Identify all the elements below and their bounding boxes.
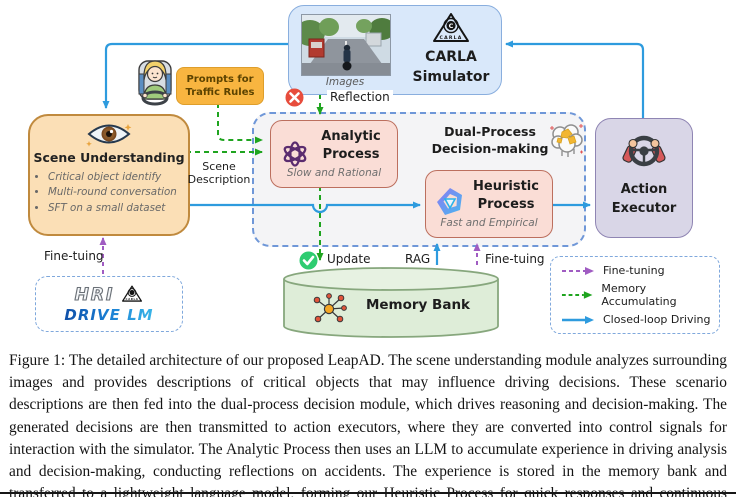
scene-description-label: Scene Description xyxy=(187,160,251,186)
svg-text:C: C xyxy=(449,22,454,30)
carla-logo-text: CARLA xyxy=(440,35,463,41)
carla-logo-small: CARLA xyxy=(122,285,143,302)
action-executor-line1: Action xyxy=(620,182,668,197)
driver-avatar-icon xyxy=(138,60,172,106)
flow-arrows xyxy=(99,40,645,274)
analytic-llm-icon xyxy=(283,141,307,167)
figure-caption: Figure 1: The detailed architecture of o… xyxy=(9,352,727,497)
pretrain-datasets-box: HRI CARLA DRIVE LM xyxy=(35,276,183,332)
carla-logo: C CARLA xyxy=(433,13,469,42)
action-executor-line2: Executor xyxy=(611,201,677,216)
analytic-title-line2: Process xyxy=(322,147,380,162)
heuristic-process-box: Heuristic Process Fast and Empirical xyxy=(425,170,553,238)
arrow-scene-to-heuristic xyxy=(186,201,421,214)
carla-title-line2: Simulator xyxy=(412,69,490,85)
arrow-executor-to-carla xyxy=(505,40,645,118)
check-icon xyxy=(299,251,318,270)
fine-tuing-scene-label: Fine-tuing xyxy=(44,249,104,263)
scene-understanding-title: Scene Understanding xyxy=(33,150,185,165)
memory-cylinder xyxy=(283,267,499,338)
analytic-process-box: Analytic Process Slow and Rational xyxy=(270,120,398,188)
driving-scene-image xyxy=(301,14,391,76)
eye-icon xyxy=(86,124,132,147)
images-caption: Images xyxy=(325,76,365,88)
scene-understanding-bullets: Critical object identify Multi-round con… xyxy=(48,170,196,216)
heuristic-subtitle: Fast and Empirical xyxy=(440,217,538,229)
bullet-sft: SFT on a small dataset xyxy=(48,201,196,216)
analytic-subtitle: Slow and Rational xyxy=(286,167,382,179)
cross-icon xyxy=(285,88,304,107)
drivelm-logo: DRIVE LM xyxy=(64,305,154,324)
bottom-rule xyxy=(0,492,736,494)
arrow-carla-to-scene xyxy=(102,42,288,109)
network-icon xyxy=(313,293,347,323)
legend-item-closed-loop: Closed-loop Driving xyxy=(551,313,719,326)
analytic-title-line1: Analytic xyxy=(321,129,381,144)
carla-title-line1: CARLA xyxy=(425,49,477,65)
update-label: Update xyxy=(327,252,371,266)
bullet-critical-object: Critical object identify xyxy=(48,170,196,185)
scene-understanding-box: Scene Understanding Critical object iden… xyxy=(28,114,190,236)
carla-logo-small-text: CARLA xyxy=(126,297,139,301)
arrow-prompts-to-analytic xyxy=(217,103,263,144)
legend-item-fine-tuning: Fine-tuning xyxy=(551,264,719,277)
action-executor-box: Action Executor xyxy=(595,118,693,238)
heuristic-title-line1: Heuristic xyxy=(473,179,539,194)
heuristic-title-line2: Process xyxy=(477,197,535,212)
pretrain-logos-row: HRI CARLA xyxy=(74,284,144,305)
brain-icon xyxy=(550,124,583,157)
dual-process-title: Dual-Process Decision-making xyxy=(431,124,549,156)
steering-wheel-icon xyxy=(622,135,666,167)
legend: Fine-tuning Memory Accumulating Closed-l… xyxy=(550,256,720,334)
memory-bank: Memory Bank xyxy=(282,266,500,340)
heuristic-llm-icon xyxy=(437,188,462,215)
green-dashed-arrow-sample xyxy=(561,291,593,299)
purple-dashed-arrow-sample xyxy=(562,266,594,275)
hri-logo: HRI xyxy=(74,284,115,305)
leapad-architecture-figure: Dual-Process Decision-making xyxy=(0,0,736,348)
rag-label: RAG xyxy=(405,252,431,266)
prompts-traffic-rules-box: Prompts for Traffic Rules xyxy=(176,67,264,105)
fine-tuing-memory-label: Fine-tuing xyxy=(485,252,545,266)
blue-solid-arrow-sample xyxy=(562,315,594,324)
prompts-line1: Prompts for xyxy=(186,74,254,85)
reflection-label: Reflection xyxy=(327,90,393,104)
legend-item-memory-accumulating: Memory Accumulating xyxy=(551,282,719,308)
memory-bank-label: Memory Bank xyxy=(365,297,471,313)
carla-simulator-box: Images C CARLA CARLA Simulator xyxy=(288,5,502,95)
bullet-multi-round: Multi-round conversation xyxy=(48,185,196,200)
prompts-line2: Traffic Rules xyxy=(185,87,255,98)
